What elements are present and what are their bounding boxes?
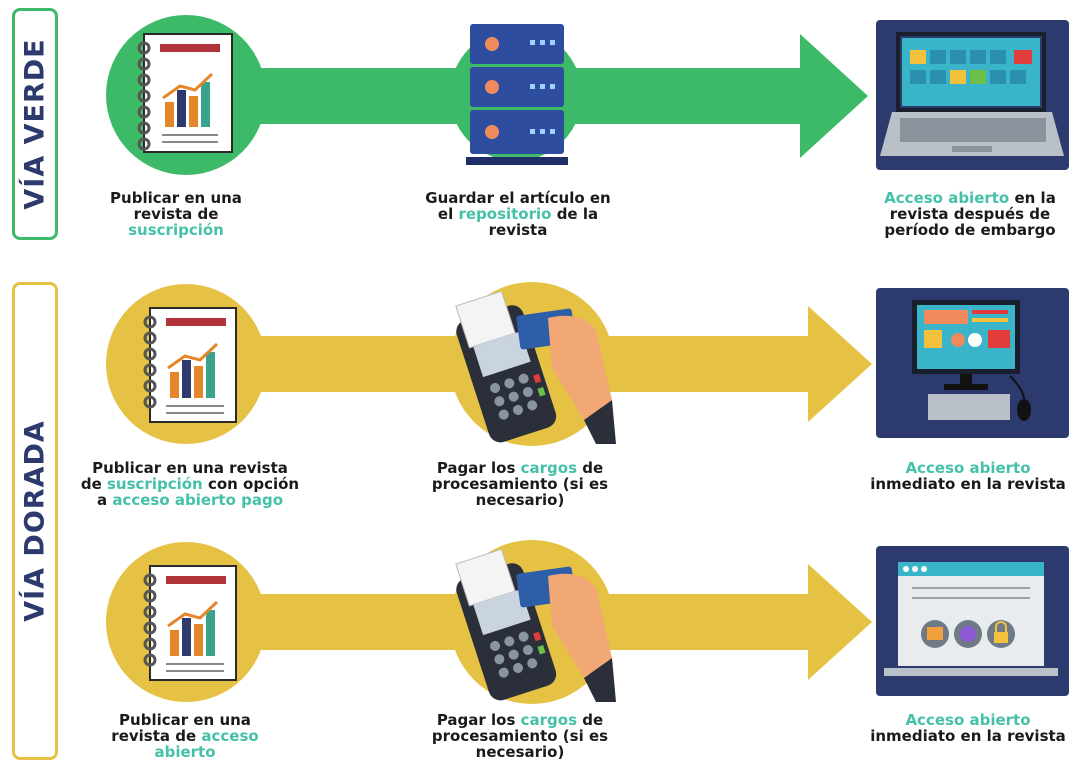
laptop-icon [876,20,1069,170]
caption-row1-repository: Guardar el artículo en el repositorio de… [425,189,611,239]
row3-graphics [106,540,1069,704]
card-terminal-icon [455,290,616,444]
caption-row2-access: Acceso abierto inmediato en la revista [870,459,1066,493]
caption-row1-publish: Publicar en una revista de suscripción [110,189,242,239]
desktop-computer-icon [876,288,1069,438]
via-verde-label: VÍA VERDE [12,8,58,240]
caption-row2-fees: Pagar los cargos de procesamiento (si es… [431,459,609,509]
card-terminal-icon [455,548,616,702]
caption-row2-publish: Publicar en una revista de suscripción c… [80,459,300,509]
notebook-chart-icon [143,565,237,681]
caption-row1-access: Acceso abierto en la revista después de … [884,189,1056,239]
caption-row3-publish: Publicar en una revista de acceso abiert… [111,711,259,761]
notebook-chart-icon [137,33,233,153]
row2-graphics [106,282,1069,446]
caption-row3-fees: Pagar los cargos de procesamiento (si es… [431,711,609,761]
caption-row3-access: Acceso abierto inmediato en la revista [870,711,1066,745]
notebook-chart-icon [143,307,237,423]
web-page-icon [876,546,1069,696]
via-dorada-label: VÍA DORADA [12,282,58,760]
row1-graphics [106,15,1069,175]
server-icon [466,24,568,165]
